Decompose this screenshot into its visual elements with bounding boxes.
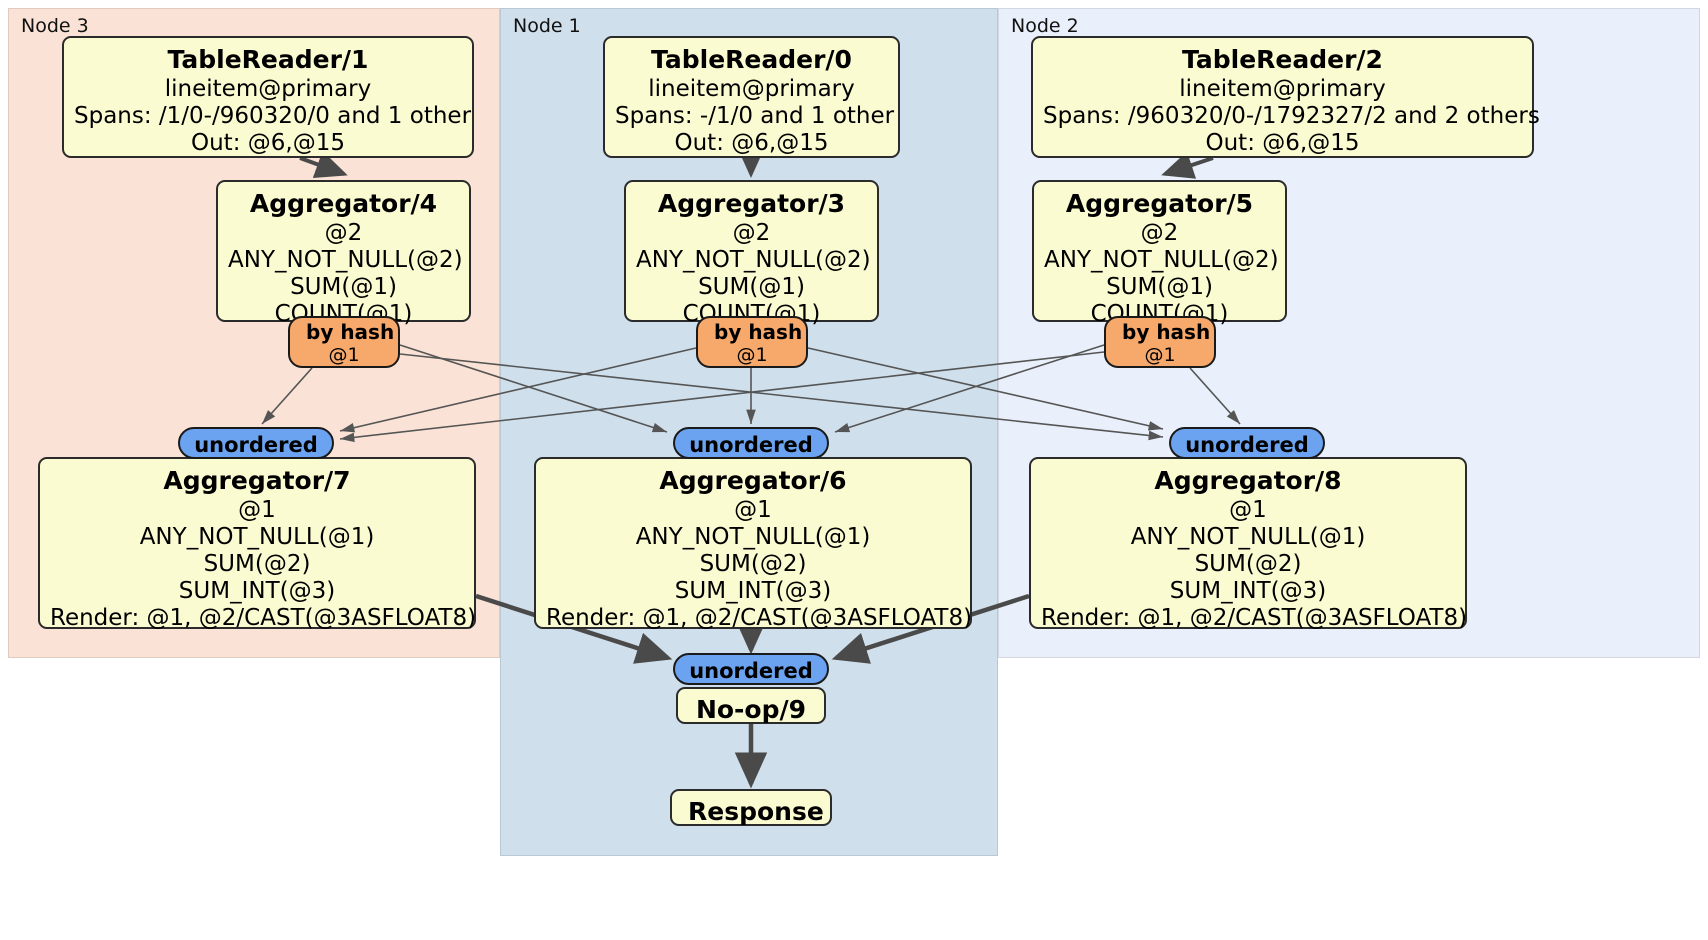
terminal-label: Response: [688, 797, 824, 826]
processor-title: Aggregator/3: [657, 189, 846, 218]
processor-detail-line: Spans: /1/0-/960320/0 and 1 other: [74, 103, 472, 129]
processor-detail-line: SUM_INT(@3): [1169, 578, 1327, 604]
processor-detail-line: @1: [1229, 497, 1267, 523]
processor-detail-line: SUM(@2): [203, 551, 311, 577]
synchronizer-label: unordered: [689, 659, 813, 683]
processor-title: Aggregator/7: [163, 466, 351, 495]
processor-detail-line: ANY_NOT_NULL(@1): [1130, 524, 1366, 550]
processor-detail-line: Out: @6,@15: [191, 130, 345, 156]
hash-router-hash3[interactable]: by hash@1: [696, 316, 808, 368]
processor-detail-line: Render: @1, @2/CAST(@3ASFLOAT8): [1041, 605, 1468, 631]
processor-title: Aggregator/4: [249, 189, 438, 218]
processor-detail-line: SUM(@1): [290, 274, 397, 300]
synchronizer-label: unordered: [689, 433, 813, 457]
hash-router-label: by hash: [1122, 320, 1211, 344]
processor-detail-line: Render: @1, @2/CAST(@3ASFLOAT8): [50, 605, 477, 631]
processor-title: TableReader/2: [1182, 45, 1383, 74]
processor-detail-line: Spans: /960320/0-/1792327/2 and 2 others: [1043, 103, 1540, 129]
processor-detail-line: @2: [732, 220, 771, 246]
synchronizer-sync8[interactable]: unordered: [1169, 427, 1325, 459]
processor-detail-line: ANY_NOT_NULL(@1): [635, 524, 871, 550]
processor-detail-line: @1: [238, 497, 276, 523]
processor-detail-line: lineitem@primary: [648, 76, 855, 102]
processor-detail-line: @2: [1140, 220, 1179, 246]
synchronizer-sync6[interactable]: unordered: [673, 427, 829, 459]
synchronizer-label: unordered: [1185, 433, 1309, 457]
node-panel-label: Node 3: [21, 15, 89, 37]
processor-detail-line: lineitem@primary: [164, 76, 372, 102]
processor-title: Aggregator/6: [659, 466, 847, 495]
processor-detail-line: SUM(@2): [699, 551, 807, 577]
processor-detail-line: @1: [734, 497, 772, 523]
node-panel-label: Node 2: [1011, 15, 1079, 37]
processor-title: Aggregator/5: [1065, 189, 1254, 218]
processor-detail-line: ANY_NOT_NULL(@2): [228, 247, 463, 273]
hash-router-label: by hash: [714, 320, 803, 344]
processor-detail-line: Render: @1, @2/CAST(@3ASFLOAT8): [546, 605, 973, 631]
processor-detail-line: Spans: -/1/0 and 1 other: [615, 103, 895, 129]
hash-router-column: @1: [736, 344, 768, 366]
hash-router-column: @1: [1144, 344, 1176, 366]
hash-router-column: @1: [328, 344, 360, 366]
processor-title: TableReader/1: [167, 45, 369, 74]
terminal-label: No-op/9: [695, 695, 807, 724]
terminal-response[interactable]: Response: [670, 789, 832, 826]
processor-detail-line: SUM_INT(@3): [674, 578, 832, 604]
processor-detail-line: Out: @6,@15: [1205, 130, 1360, 156]
processor-detail-line: Out: @6,@15: [674, 130, 829, 156]
synchronizer-label: unordered: [194, 433, 318, 457]
processor-detail-line: ANY_NOT_NULL(@1): [139, 524, 375, 550]
node-panel-label: Node 1: [513, 15, 581, 37]
processor-detail-line: ANY_NOT_NULL(@2): [636, 247, 871, 273]
terminal-noop9[interactable]: No-op/9: [676, 687, 826, 724]
processor-title: TableReader/0: [651, 45, 852, 74]
processor-detail-line: @2: [324, 220, 363, 246]
processor-detail-line: ANY_NOT_NULL(@2): [1044, 247, 1279, 273]
hash-router-label: by hash: [306, 320, 395, 344]
hash-router-hash5[interactable]: by hash@1: [1104, 316, 1216, 368]
synchronizer-sync7[interactable]: unordered: [178, 427, 334, 459]
processor-title: Aggregator/8: [1154, 466, 1342, 495]
synchronizer-sync9[interactable]: unordered: [673, 653, 829, 685]
processor-detail-line: SUM(@1): [698, 274, 805, 300]
processor-detail-line: SUM_INT(@3): [178, 578, 336, 604]
processor-detail-line: SUM(@1): [1106, 274, 1213, 300]
hash-router-hash4[interactable]: by hash@1: [288, 316, 400, 368]
processor-detail-line: SUM(@2): [1194, 551, 1302, 577]
processor-detail-line: lineitem@primary: [1179, 76, 1386, 102]
